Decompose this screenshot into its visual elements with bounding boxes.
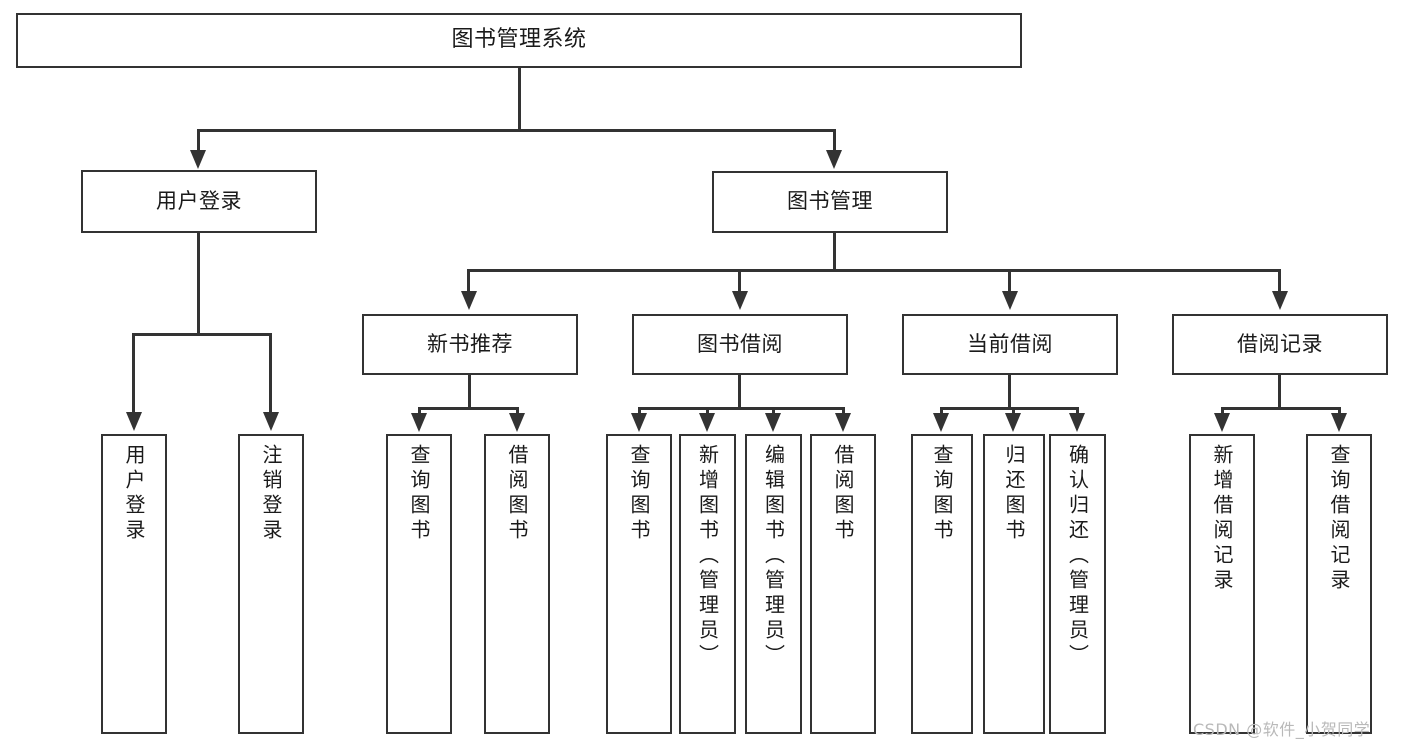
arrow-borrow-to-leaf-2 xyxy=(699,413,715,432)
connector-record-to-leaf-2 xyxy=(1338,407,1341,415)
arrow-book-mgmt-to-m3 xyxy=(1002,291,1018,310)
arrow-borrow-to-leaf-3 xyxy=(765,413,781,432)
connector-current-to-leaf-1 xyxy=(940,407,943,415)
leaf-label-query-book-current: 查询图书 xyxy=(930,444,954,544)
arrow-new-book-to-leaf-2 xyxy=(509,413,525,432)
connector-new-book-bus xyxy=(418,407,519,410)
node-label-current-borrow: 当前借阅 xyxy=(967,331,1053,356)
leaf-label-user-login: 用户登录 xyxy=(122,444,146,544)
leaf-label-confirm-return-admin: 确认归还（管理员） xyxy=(1065,444,1090,669)
connector-user-login-to-leaf-1 xyxy=(132,333,135,413)
node-new-book-recommend[interactable]: 新书推荐 xyxy=(362,314,578,375)
node-borrow-record[interactable]: 借阅记录 xyxy=(1172,314,1388,375)
connector-borrow-to-leaf-3 xyxy=(772,407,775,415)
connector-borrow-to-leaf-4 xyxy=(842,407,845,415)
connector-record-to-leaf-1 xyxy=(1221,407,1224,415)
leaf-label-return-book: 归还图书 xyxy=(1002,444,1026,544)
node-label-new-book-recommend: 新书推荐 xyxy=(427,331,513,356)
node-label-book-management: 图书管理 xyxy=(787,189,873,214)
connector-borrow-to-leaf-1 xyxy=(638,407,641,415)
arrow-book-mgmt-to-m4 xyxy=(1272,291,1288,310)
leaf-query-book-current[interactable]: 查询图书 xyxy=(911,434,973,734)
connector-book-mgmt-trunk xyxy=(833,233,836,271)
arrow-record-to-leaf-1 xyxy=(1214,413,1230,432)
leaf-add-borrow-record[interactable]: 新增借阅记录 xyxy=(1189,434,1255,734)
connector-book-mgmt-bus xyxy=(467,269,1280,272)
connector-new-book-to-leaf-2 xyxy=(516,407,519,415)
arrow-borrow-to-leaf-1 xyxy=(631,413,647,432)
arrow-root-to-user-login xyxy=(190,150,206,169)
arrow-current-to-leaf-3 xyxy=(1069,413,1085,432)
leaf-edit-book-admin[interactable]: 编辑图书（管理员） xyxy=(745,434,802,734)
connector-user-login-trunk xyxy=(197,233,200,335)
connector-current-bus xyxy=(940,407,1078,410)
connector-new-book-to-leaf-1 xyxy=(418,407,421,415)
leaf-user-login[interactable]: 用户登录 xyxy=(101,434,167,734)
node-user-login[interactable]: 用户登录 xyxy=(81,170,317,233)
leaf-label-add-book-admin: 新增图书（管理员） xyxy=(695,444,720,669)
leaf-label-query-book: 查询图书 xyxy=(627,444,651,544)
leaf-label-query-book-recommend: 查询图书 xyxy=(407,444,431,544)
leaf-borrow-book-recommend[interactable]: 借阅图书 xyxy=(484,434,550,734)
leaf-label-add-borrow-record: 新增借阅记录 xyxy=(1210,444,1234,594)
node-book-borrow[interactable]: 图书借阅 xyxy=(632,314,848,375)
arrow-user-login-to-leaf-1 xyxy=(126,412,142,431)
arrow-record-to-leaf-2 xyxy=(1331,413,1347,432)
connector-root-trunk xyxy=(518,68,521,130)
connector-user-login-bus xyxy=(132,333,269,336)
arrow-book-mgmt-to-m2 xyxy=(732,291,748,310)
connector-root-bus xyxy=(197,129,834,132)
arrow-borrow-to-leaf-4 xyxy=(835,413,851,432)
connector-record-bus xyxy=(1221,407,1339,410)
arrow-book-mgmt-to-m1 xyxy=(461,291,477,310)
node-label-root: 图书管理系统 xyxy=(451,27,587,53)
connector-borrow-bus xyxy=(638,407,845,410)
arrow-root-to-book-mgmt xyxy=(826,150,842,169)
connector-borrow-to-leaf-2 xyxy=(706,407,709,415)
connector-current-to-leaf-3 xyxy=(1076,407,1079,415)
connector-root-to-user-login xyxy=(197,129,200,153)
connector-record-trunk xyxy=(1278,375,1281,409)
leaf-label-borrow-book: 借阅图书 xyxy=(831,444,855,544)
leaf-label-user-logout: 注销登录 xyxy=(259,444,283,544)
leaf-query-borrow-record[interactable]: 查询借阅记录 xyxy=(1306,434,1372,734)
arrow-new-book-to-leaf-1 xyxy=(411,413,427,432)
connector-root-to-book-mgmt xyxy=(833,129,836,153)
leaf-label-borrow-book-recommend: 借阅图书 xyxy=(505,444,529,544)
connector-book-mgmt-to-m1 xyxy=(467,269,470,293)
watermark-text: CSDN @软件_小贺同学 xyxy=(1193,720,1371,739)
leaf-query-book-recommend[interactable]: 查询图书 xyxy=(386,434,452,734)
connector-book-mgmt-to-m3 xyxy=(1008,269,1011,293)
connector-book-mgmt-to-m4 xyxy=(1278,269,1281,293)
leaf-user-logout[interactable]: 注销登录 xyxy=(238,434,304,734)
connector-book-mgmt-to-m2 xyxy=(738,269,741,293)
leaf-label-query-borrow-record: 查询借阅记录 xyxy=(1327,444,1351,594)
node-root-system[interactable]: 图书管理系统 xyxy=(16,13,1022,68)
node-label-user-login: 用户登录 xyxy=(156,188,242,213)
leaf-borrow-book[interactable]: 借阅图书 xyxy=(810,434,876,734)
leaf-return-book[interactable]: 归还图书 xyxy=(983,434,1045,734)
connector-current-trunk xyxy=(1008,375,1011,409)
node-label-book-borrow: 图书借阅 xyxy=(697,331,783,356)
leaf-label-edit-book-admin: 编辑图书（管理员） xyxy=(761,444,786,669)
node-current-borrow[interactable]: 当前借阅 xyxy=(902,314,1118,375)
connector-borrow-trunk xyxy=(738,375,741,409)
connector-new-book-trunk xyxy=(468,375,471,409)
leaf-query-book[interactable]: 查询图书 xyxy=(606,434,672,734)
arrow-current-to-leaf-1 xyxy=(933,413,949,432)
node-label-borrow-record: 借阅记录 xyxy=(1237,331,1323,356)
node-book-management[interactable]: 图书管理 xyxy=(712,171,948,233)
arrow-current-to-leaf-2 xyxy=(1005,413,1021,432)
leaf-confirm-return-admin[interactable]: 确认归还（管理员） xyxy=(1049,434,1106,734)
leaf-add-book-admin[interactable]: 新增图书（管理员） xyxy=(679,434,736,734)
connector-current-to-leaf-2 xyxy=(1012,407,1015,415)
connector-user-login-to-leaf-2 xyxy=(269,333,272,413)
arrow-user-login-to-leaf-2 xyxy=(263,412,279,431)
